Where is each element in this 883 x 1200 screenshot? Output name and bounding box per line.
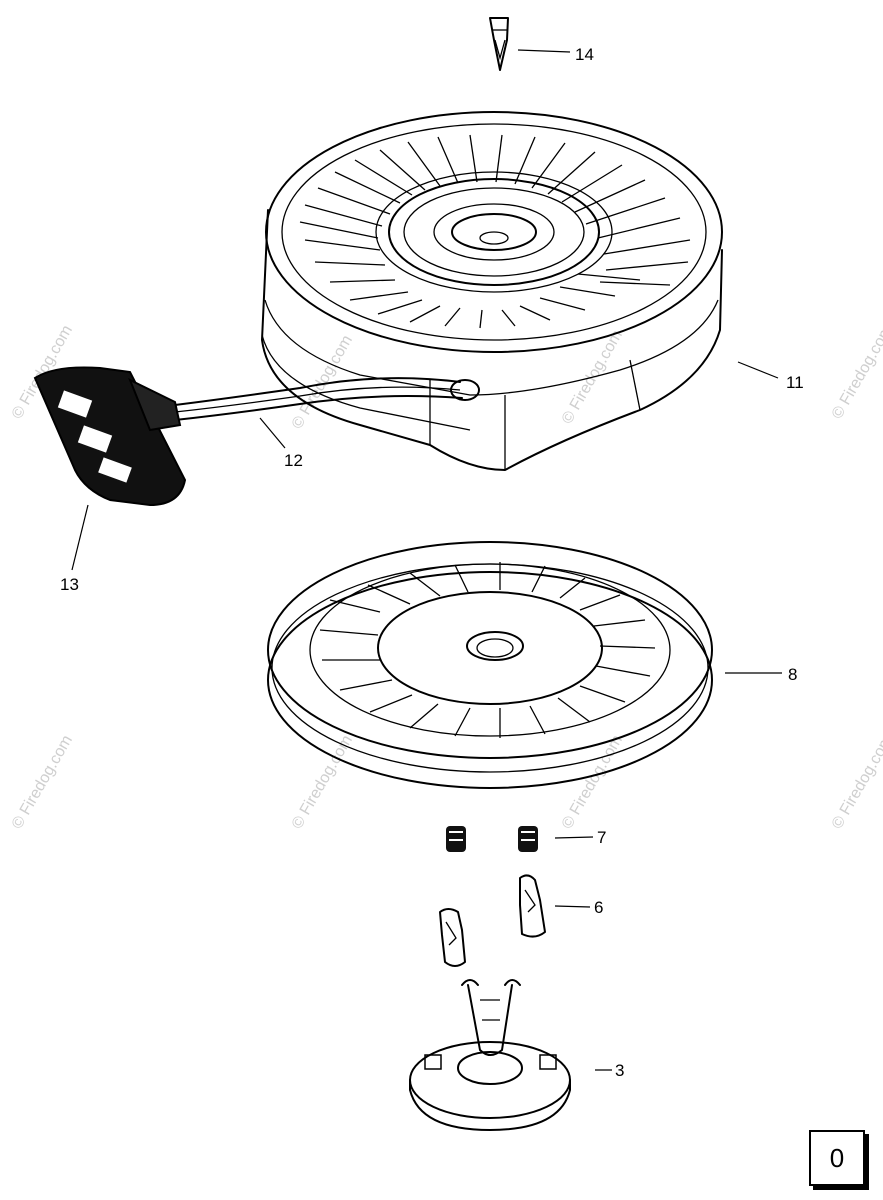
leader-lines: [71, 49, 782, 1071]
callout-11: 11: [786, 373, 804, 392]
callout-3: 3: [615, 1061, 624, 1080]
watermark-text: © Firedog.com: [559, 732, 626, 832]
part-6-pawls: [439, 874, 546, 967]
callout-6: 6: [594, 898, 603, 917]
part-14-pin: [489, 17, 509, 71]
watermark-text: © Firedog.com: [829, 322, 883, 422]
part-8-pulley: [267, 541, 713, 789]
watermark-text: © Firedog.com: [9, 732, 76, 832]
part-12-rope: [174, 377, 463, 421]
page-index-box: 0: [809, 1130, 865, 1186]
callout-labels: 14 11 12 13 8 7 6 3: [60, 45, 804, 1080]
callout-14: 14: [575, 45, 594, 64]
part-3-starter-cup: [409, 979, 571, 1131]
part-7-springs: [446, 826, 538, 852]
watermark-text: © Firedog.com: [829, 732, 883, 832]
watermark-text: © Firedog.com: [289, 732, 356, 832]
callout-12: 12: [284, 451, 303, 470]
callout-7: 7: [597, 828, 606, 847]
callout-13: 13: [60, 575, 79, 594]
pulley-fins: [319, 562, 656, 738]
part-13-starter-handle: [33, 366, 187, 507]
callout-8: 8: [788, 665, 797, 684]
page-index-label: 0: [829, 1142, 845, 1173]
part-11-starter-housing: [261, 111, 723, 471]
